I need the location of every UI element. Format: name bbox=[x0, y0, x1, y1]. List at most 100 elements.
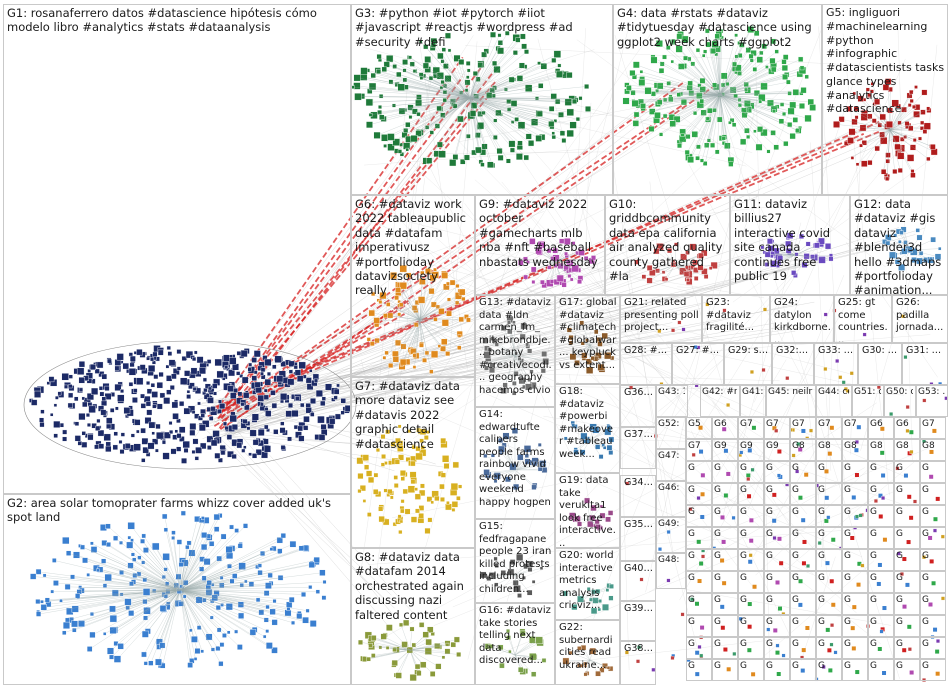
group-box-g5[interactable]: G5: ingliguori #machinelearning #python … bbox=[822, 4, 948, 195]
small-group-box[interactable]: G bbox=[920, 659, 946, 681]
small-group-box[interactable]: G bbox=[738, 483, 764, 505]
small-group-box[interactable]: G bbox=[686, 637, 712, 659]
small-group-box[interactable]: G bbox=[894, 483, 920, 505]
group-box-g19[interactable]: G19: data take verukita1 look free inter… bbox=[555, 473, 620, 548]
small-group-box[interactable]: G bbox=[816, 659, 842, 681]
group-box-g6[interactable]: G6: #dataviz work 2022 tableaupublic dat… bbox=[351, 195, 475, 377]
group-box-g52[interactable]: G52: pra... bbox=[656, 417, 686, 449]
small-group-box[interactable]: G9 bbox=[712, 439, 738, 461]
small-group-box[interactable]: G bbox=[816, 527, 842, 549]
group-box-g53[interactable]: G53: ... bbox=[916, 385, 948, 417]
small-group-box[interactable]: G bbox=[868, 571, 894, 593]
small-group-box[interactable]: G bbox=[790, 659, 816, 681]
small-group-box[interactable]: G bbox=[920, 461, 946, 483]
small-group-box[interactable]: G bbox=[920, 615, 946, 637]
small-group-box[interactable]: G bbox=[842, 615, 868, 637]
small-group-box[interactable]: G bbox=[764, 571, 790, 593]
small-group-box[interactable]: G5 bbox=[686, 417, 712, 439]
group-box-g7[interactable]: G7: #dataviz data more dataviz see #data… bbox=[351, 377, 475, 548]
small-group-box[interactable]: G bbox=[738, 571, 764, 593]
group-box-g16[interactable]: G16: #dataviz take stories telling next … bbox=[475, 603, 555, 685]
small-group-box[interactable]: G bbox=[894, 615, 920, 637]
group-box-g27[interactable]: G27: #cac40... bbox=[672, 343, 724, 385]
small-group-box[interactable]: G bbox=[738, 615, 764, 637]
small-group-box[interactable]: G bbox=[686, 461, 712, 483]
small-group-box[interactable]: G bbox=[920, 593, 946, 615]
group-box-g48[interactable]: G48: ... bbox=[656, 553, 686, 589]
small-group-box[interactable]: G bbox=[738, 593, 764, 615]
group-box-g35[interactable]: G35: bokeh pane... bbox=[620, 517, 656, 561]
group-box-g37[interactable]: G37: hts #data... bbox=[620, 427, 656, 469]
small-group-box[interactable]: G bbox=[816, 571, 842, 593]
group-box-g41[interactable]: G41: ... bbox=[740, 385, 766, 417]
small-group-box[interactable]: G bbox=[894, 527, 920, 549]
small-group-box[interactable]: G bbox=[712, 659, 738, 681]
small-group-box[interactable]: G bbox=[712, 637, 738, 659]
small-group-box[interactable]: G bbox=[920, 637, 946, 659]
small-group-box[interactable]: G bbox=[712, 615, 738, 637]
small-group-box[interactable]: G8 bbox=[816, 439, 842, 461]
group-box-g47[interactable]: G47: 2p... bbox=[656, 449, 686, 481]
small-group-box[interactable]: G bbox=[842, 659, 868, 681]
small-group-box[interactable]: G bbox=[894, 505, 920, 527]
group-box-g4[interactable]: G4: data #rstats #dataviz #tidytuesday #… bbox=[613, 4, 822, 195]
small-group-box[interactable]: G bbox=[816, 549, 842, 571]
small-group-box[interactable]: G bbox=[686, 527, 712, 549]
small-group-box[interactable]: G7 bbox=[764, 417, 790, 439]
small-group-box[interactable]: G bbox=[790, 461, 816, 483]
group-box-g14[interactable]: G14: edwardtufte calipers people farms r… bbox=[475, 407, 555, 519]
small-group-box[interactable]: G bbox=[868, 505, 894, 527]
group-box-g46[interactable]: G46: uk #d... bbox=[656, 481, 686, 517]
small-group-box[interactable]: G bbox=[868, 593, 894, 615]
small-group-box[interactable]: G bbox=[816, 637, 842, 659]
small-group-box[interactable]: G bbox=[764, 593, 790, 615]
group-box-g26[interactable]: G26: padilla jornada... bbox=[892, 295, 948, 343]
group-box-g36[interactable]: G36: bern... bbox=[620, 385, 656, 427]
small-group-box[interactable]: G bbox=[738, 637, 764, 659]
small-group-box[interactable]: G bbox=[686, 483, 712, 505]
group-box-g17[interactable]: G17: global #dataviz #climatech #globalw… bbox=[555, 295, 620, 384]
group-box-g24[interactable]: G24: datylon kirkdborne... bbox=[770, 295, 834, 343]
small-group-box[interactable]: G bbox=[764, 461, 790, 483]
group-box-g3[interactable]: G3: #python #iot #pytorch #iiot #javascr… bbox=[351, 4, 613, 195]
small-group-box[interactable]: G bbox=[868, 615, 894, 637]
small-group-box[interactable]: G bbox=[712, 505, 738, 527]
small-group-box[interactable]: G bbox=[842, 505, 868, 527]
small-group-box[interactable]: G bbox=[712, 461, 738, 483]
small-group-box[interactable]: G bbox=[686, 571, 712, 593]
group-box-g49[interactable]: G49: rea... bbox=[656, 517, 686, 553]
group-box-g30[interactable]: G30: interac... bbox=[858, 343, 902, 385]
group-box-g51[interactable]: G51: ceux... bbox=[852, 385, 884, 417]
group-box-g15[interactable]: G15: fedfragapane people 23 iran killed … bbox=[475, 519, 555, 603]
small-group-box[interactable]: G bbox=[764, 615, 790, 637]
small-group-box[interactable]: G bbox=[894, 637, 920, 659]
small-group-box[interactable]: G bbox=[894, 659, 920, 681]
small-group-box[interactable]: G7 bbox=[686, 439, 712, 461]
small-group-box[interactable]: G6 bbox=[894, 417, 920, 439]
small-group-box[interactable]: G bbox=[868, 637, 894, 659]
small-group-box[interactable]: G bbox=[764, 527, 790, 549]
small-group-box[interactable]: G bbox=[842, 461, 868, 483]
small-group-box[interactable]: G7 bbox=[842, 417, 868, 439]
small-group-box[interactable]: G bbox=[842, 571, 868, 593]
small-group-box[interactable]: G7 bbox=[816, 417, 842, 439]
small-group-box[interactable]: G bbox=[686, 593, 712, 615]
group-box-g29[interactable]: G29: stadiu... bbox=[724, 343, 772, 385]
group-box-g38[interactable]: G38: ... bbox=[620, 641, 656, 685]
group-box-g45[interactable]: G45: neilrk... bbox=[766, 385, 816, 417]
small-group-box[interactable]: G bbox=[764, 549, 790, 571]
small-group-box[interactable]: G bbox=[790, 615, 816, 637]
small-group-box[interactable]: G bbox=[868, 659, 894, 681]
small-group-box[interactable]: G bbox=[920, 571, 946, 593]
small-group-box[interactable]: G bbox=[712, 527, 738, 549]
small-group-box[interactable]: G7 bbox=[790, 417, 816, 439]
small-group-box[interactable]: G bbox=[816, 593, 842, 615]
small-group-box[interactable]: G bbox=[764, 483, 790, 505]
group-box-g10[interactable]: G10: griddbcommunity data epa california… bbox=[605, 195, 730, 295]
group-box-g33[interactable]: G33: pleasu... bbox=[814, 343, 858, 385]
small-group-box[interactable]: G8 bbox=[842, 439, 868, 461]
small-group-box[interactable]: G bbox=[738, 549, 764, 571]
small-group-box[interactable]: G bbox=[764, 505, 790, 527]
group-box-g12[interactable]: G12: data #dataviz #gis dataviz #blender… bbox=[850, 195, 948, 295]
small-group-box[interactable]: G bbox=[842, 527, 868, 549]
